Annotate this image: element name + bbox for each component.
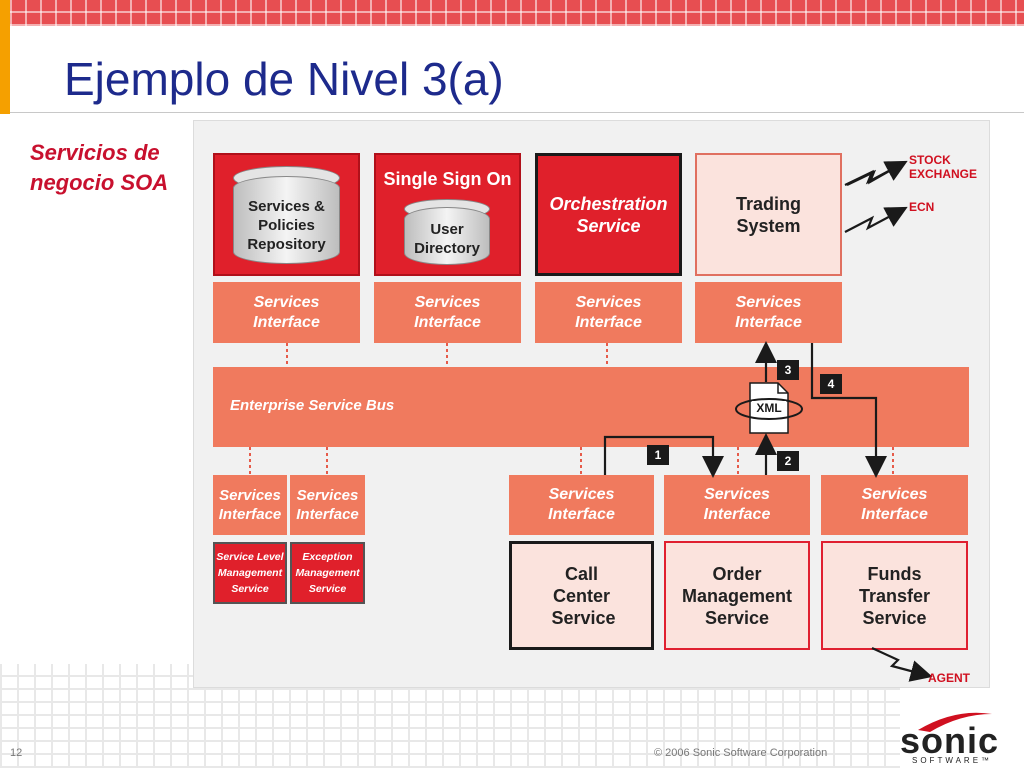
services-interface-label: Services Interface [218, 487, 282, 523]
services-interface-trading: Services Interface [695, 282, 842, 343]
repository-label: Services & Policies Repository [247, 197, 326, 253]
sonic-logo-swoosh [918, 712, 992, 732]
slm-service-box: Service Level Management Service [213, 542, 287, 604]
services-interface-label: Services Interface [575, 293, 642, 331]
user-directory-label: User Directory [414, 221, 480, 257]
user-directory-cylinder: User Directory [404, 207, 490, 265]
services-interface-order: Services Interface [664, 475, 810, 535]
step-1-badge: 1 [647, 445, 669, 465]
order-management-label: Order Management Service [681, 563, 793, 628]
services-interface-label: Services Interface [861, 486, 928, 523]
slm-service-label: Service Level Management Service [216, 551, 284, 595]
esb-label: Enterprise Service Bus [230, 397, 395, 414]
services-interface-call-center: Services Interface [509, 475, 654, 535]
order-management-box: Order Management Service [664, 541, 810, 650]
trading-system-label: Trading System [735, 194, 801, 236]
funds-transfer-label: Funds Transfer Service [858, 563, 931, 628]
orchestration-box: Orchestration Service [535, 153, 682, 276]
services-interface-sso: Services Interface [374, 282, 521, 343]
trading-system-box: Trading System [695, 153, 842, 276]
services-interface-exception: Services Interface [290, 475, 365, 535]
stock-exchange-label: STOCK EXCHANGE [909, 153, 978, 181]
call-center-label: Call Center Service [551, 563, 616, 628]
header-accent [0, 0, 10, 114]
services-interface-label: Services Interface [703, 486, 771, 523]
slide-subtitle: Servicios de negocio SOA [30, 140, 169, 195]
services-interface-label: Services Interface [296, 487, 359, 523]
services-interface-slm: Services Interface [213, 475, 287, 535]
title-divider [10, 112, 1024, 113]
services-interface-label: Services Interface [548, 486, 615, 523]
agent-label: AGENT [928, 671, 970, 685]
services-interface-repository: Services Interface [213, 282, 360, 343]
exception-service-box: Exception Management Service [290, 542, 365, 604]
page-number: 12 [10, 747, 23, 759]
services-interface-label: Services Interface [414, 293, 481, 331]
copyright: © 2006 Sonic Software Corporation [654, 747, 828, 759]
step-4-badge: 4 [820, 374, 842, 394]
call-center-box: Call Center Service [509, 541, 654, 650]
step-3-badge: 3 [777, 360, 799, 380]
sonic-logo-text: sonic [900, 720, 1000, 761]
services-interface-label: Services Interface [253, 293, 320, 331]
services-interface-orchestration: Services Interface [535, 282, 682, 343]
slide-title: Ejemplo de Nivel 3(a) [64, 53, 504, 105]
repository-cylinder: Services & Policies Repository [233, 176, 340, 264]
ecn-label: ECN [909, 200, 935, 214]
services-interface-label: Services Interface [735, 293, 802, 331]
sonic-logo-subtext: SOFTWARE™ [912, 756, 993, 765]
services-interface-funds: Services Interface [821, 475, 968, 535]
xml-label: XML [752, 401, 786, 415]
exception-service-label: Exception Management Service [295, 551, 360, 595]
orchestration-label: Orchestration Service [549, 193, 668, 236]
funds-transfer-box: Funds Transfer Service [821, 541, 968, 650]
sso-title: Single Sign On [383, 169, 512, 189]
header-pattern [10, 0, 1024, 26]
step-2-badge: 2 [777, 451, 799, 471]
enterprise-service-bus [213, 367, 969, 447]
